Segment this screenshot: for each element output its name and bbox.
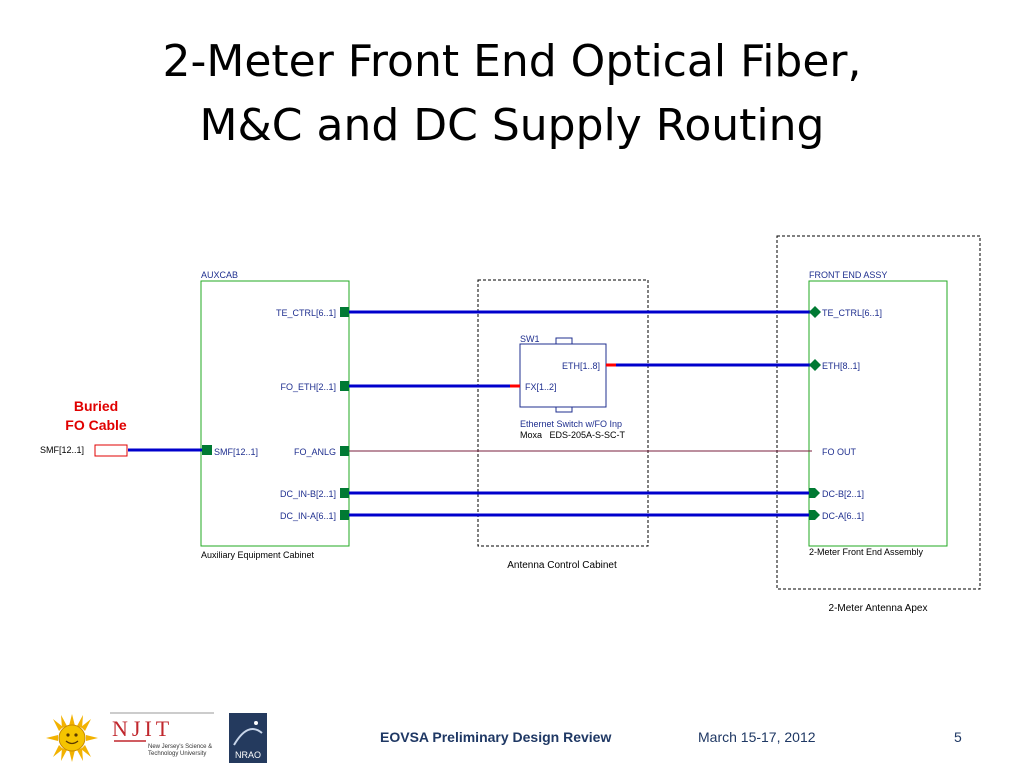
footer-date: March 15-17, 2012 xyxy=(698,729,816,745)
auxcab-label-dc-in-a: DC_IN-A[6..1] xyxy=(280,511,336,521)
fe-port-dc-a xyxy=(809,510,820,520)
buried-label-1: Buried xyxy=(74,398,118,414)
buried-label-2: FO Cable xyxy=(65,417,127,433)
auxcab-label-smf: SMF[12..1] xyxy=(214,447,258,457)
title-line-1: 2-Meter Front End Optical Fiber, xyxy=(162,36,862,87)
fe-caption: 2-Meter Front End Assembly xyxy=(809,547,924,557)
slide-title: 2-Meter Front End Optical Fiber, M&C and… xyxy=(0,30,1024,158)
antenna-control-cabinet-boundary xyxy=(477,279,649,547)
title-line-2: M&C and DC Supply Routing xyxy=(199,100,825,151)
auxcab-caption: Auxiliary Equipment Cabinet xyxy=(201,550,315,560)
njit-logo: NJIT New Jersey's Science & Technology U… xyxy=(110,712,214,757)
auxcab-label-fo-anlg: FO_ANLG xyxy=(294,447,336,457)
switch-desc-1: Ethernet Switch w/FO Inp xyxy=(520,419,622,429)
auxcab-name: AUXCAB xyxy=(201,270,238,280)
switch-label-eth: ETH[1..8] xyxy=(562,361,600,371)
auxcab-port-dc-in-b xyxy=(340,488,349,498)
footer-title: EOVSA Preliminary Design Review xyxy=(380,729,612,745)
njit-wordmark: NJIT xyxy=(112,716,173,741)
footer-page-number: 5 xyxy=(954,729,962,745)
nrao-wordmark: NRAO xyxy=(235,750,261,760)
fe-name: FRONT END ASSY xyxy=(809,270,887,280)
auxcab-port-fo-anlg xyxy=(340,446,349,456)
antenna-cabinet-caption: Antenna Control Cabinet xyxy=(507,560,617,571)
nrao-logo: NRAO xyxy=(229,713,267,763)
fe-label-eth: ETH[8..1] xyxy=(822,361,860,371)
fe-port-dc-b xyxy=(809,488,820,498)
auxcab-port-te-ctrl xyxy=(340,307,349,317)
njit-sub-1: New Jersey's Science & xyxy=(148,744,212,750)
front-end-assy-box xyxy=(808,280,948,547)
auxcab-label-dc-in-b: DC_IN-B[2..1] xyxy=(280,489,336,499)
switch-desc-2: Moxa EDS-205A-S-SC-T xyxy=(520,430,626,440)
auxcab-port-fo-eth xyxy=(340,381,349,391)
auxcab-port-smf xyxy=(202,445,212,455)
ethernet-switch-box xyxy=(519,343,607,408)
njit-sub-2: Technology University xyxy=(148,751,206,757)
switch-name: SW1 xyxy=(520,334,540,344)
auxcab-box xyxy=(200,280,350,547)
antenna-apex-boundary xyxy=(776,235,981,590)
switch-label-fx: FX[1..2] xyxy=(525,382,557,392)
auxcab-port-dc-in-a xyxy=(340,510,349,520)
fe-label-fo-out: FO OUT xyxy=(822,447,856,457)
smf-connector xyxy=(94,444,128,457)
fe-label-te-ctrl: TE_CTRL[6..1] xyxy=(822,308,882,318)
smf-external-label: SMF[12..1] xyxy=(40,445,84,455)
fe-port-eth xyxy=(809,359,821,371)
switch-top-tab xyxy=(555,337,573,345)
apex-caption: 2-Meter Antenna Apex xyxy=(829,603,928,614)
fe-label-dc-a: DC-A[6..1] xyxy=(822,511,864,521)
auxcab-label-fo-eth: FO_ETH[2..1] xyxy=(280,382,336,392)
fe-label-dc-b: DC-B[2..1] xyxy=(822,489,864,499)
fe-port-te-ctrl xyxy=(809,306,821,318)
auxcab-label-te-ctrl: TE_CTRL[6..1] xyxy=(276,308,336,318)
sun-logo xyxy=(46,714,98,762)
